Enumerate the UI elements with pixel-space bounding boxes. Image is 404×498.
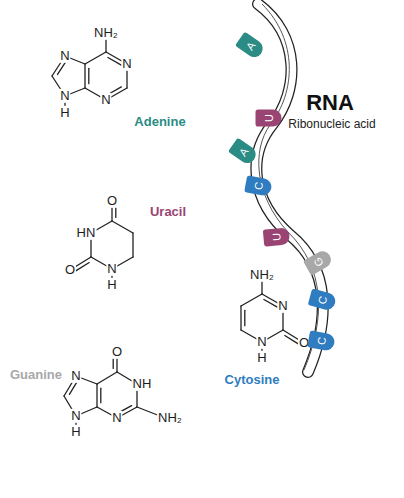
base-tab: U bbox=[262, 227, 289, 246]
molecule-bonds bbox=[52, 33, 304, 432]
heading-label: RNA bbox=[304, 91, 356, 115]
base-letter: U bbox=[263, 114, 274, 122]
base-letter: A bbox=[243, 40, 256, 52]
double-bond-line bbox=[88, 68, 89, 83]
base-tab: A bbox=[227, 138, 258, 167]
base-letter: C bbox=[252, 181, 264, 191]
molecule-name-label: Guanine bbox=[8, 368, 64, 382]
base-tab: C bbox=[307, 288, 337, 311]
base-letter: U bbox=[270, 233, 282, 242]
o-label: O bbox=[106, 194, 118, 208]
nh2-label: NH₂ bbox=[157, 411, 183, 425]
n-label: N bbox=[59, 49, 70, 63]
h-label: H bbox=[256, 351, 267, 365]
n-label: N bbox=[277, 299, 288, 313]
n-label: N bbox=[70, 369, 81, 383]
molecule-name-label: Adenine bbox=[132, 115, 187, 129]
double-bond-line bbox=[264, 299, 277, 307]
bond-line bbox=[132, 233, 133, 257]
base-tab: C bbox=[244, 175, 273, 196]
bond-line bbox=[97, 372, 117, 384]
n-label: N bbox=[59, 89, 70, 103]
double-bond-line bbox=[285, 336, 298, 344]
double-bond-line bbox=[69, 382, 77, 395]
o-label: O bbox=[64, 263, 76, 277]
nh2-label: NH₂ bbox=[249, 268, 275, 282]
bond-line bbox=[84, 64, 85, 88]
n-label: N bbox=[121, 57, 132, 71]
base-tab: G bbox=[302, 248, 333, 276]
n-label: N bbox=[256, 335, 267, 349]
bond-line bbox=[96, 384, 97, 407]
base-letter: G bbox=[311, 256, 325, 269]
base-letter: C bbox=[315, 336, 327, 346]
double-bond-line bbox=[244, 310, 245, 325]
n-label: N bbox=[100, 93, 111, 107]
double-bond-line bbox=[108, 57, 121, 65]
base-tab: U bbox=[255, 110, 281, 127]
base-tab: C bbox=[307, 330, 336, 351]
nh2-label: NH₂ bbox=[93, 26, 119, 40]
n-label: N bbox=[70, 409, 81, 423]
molecule-name-label: Cytosine bbox=[223, 373, 282, 387]
base-letter: C bbox=[316, 295, 329, 306]
molecule-name-label: Uracil bbox=[148, 205, 188, 219]
o-label: O bbox=[111, 345, 123, 359]
h-label: H bbox=[70, 425, 81, 439]
h-label: H bbox=[106, 278, 117, 292]
bond-line bbox=[112, 221, 133, 233]
double-bond-line bbox=[100, 388, 101, 403]
bond-line bbox=[241, 294, 262, 306]
double-bond-line bbox=[58, 62, 66, 75]
base-letter: A bbox=[236, 146, 249, 158]
h-label: H bbox=[59, 106, 70, 120]
subheading-label: Ribonucleic acid bbox=[286, 118, 377, 131]
bond-line bbox=[240, 306, 241, 330]
n-label: N bbox=[106, 262, 117, 276]
nh-label: NH bbox=[132, 377, 153, 391]
double-bond-line bbox=[76, 263, 89, 271]
hn-label: HN bbox=[76, 226, 97, 240]
bond-line bbox=[85, 52, 106, 64]
n-label: N bbox=[111, 411, 122, 425]
base-tab: A bbox=[234, 32, 265, 61]
